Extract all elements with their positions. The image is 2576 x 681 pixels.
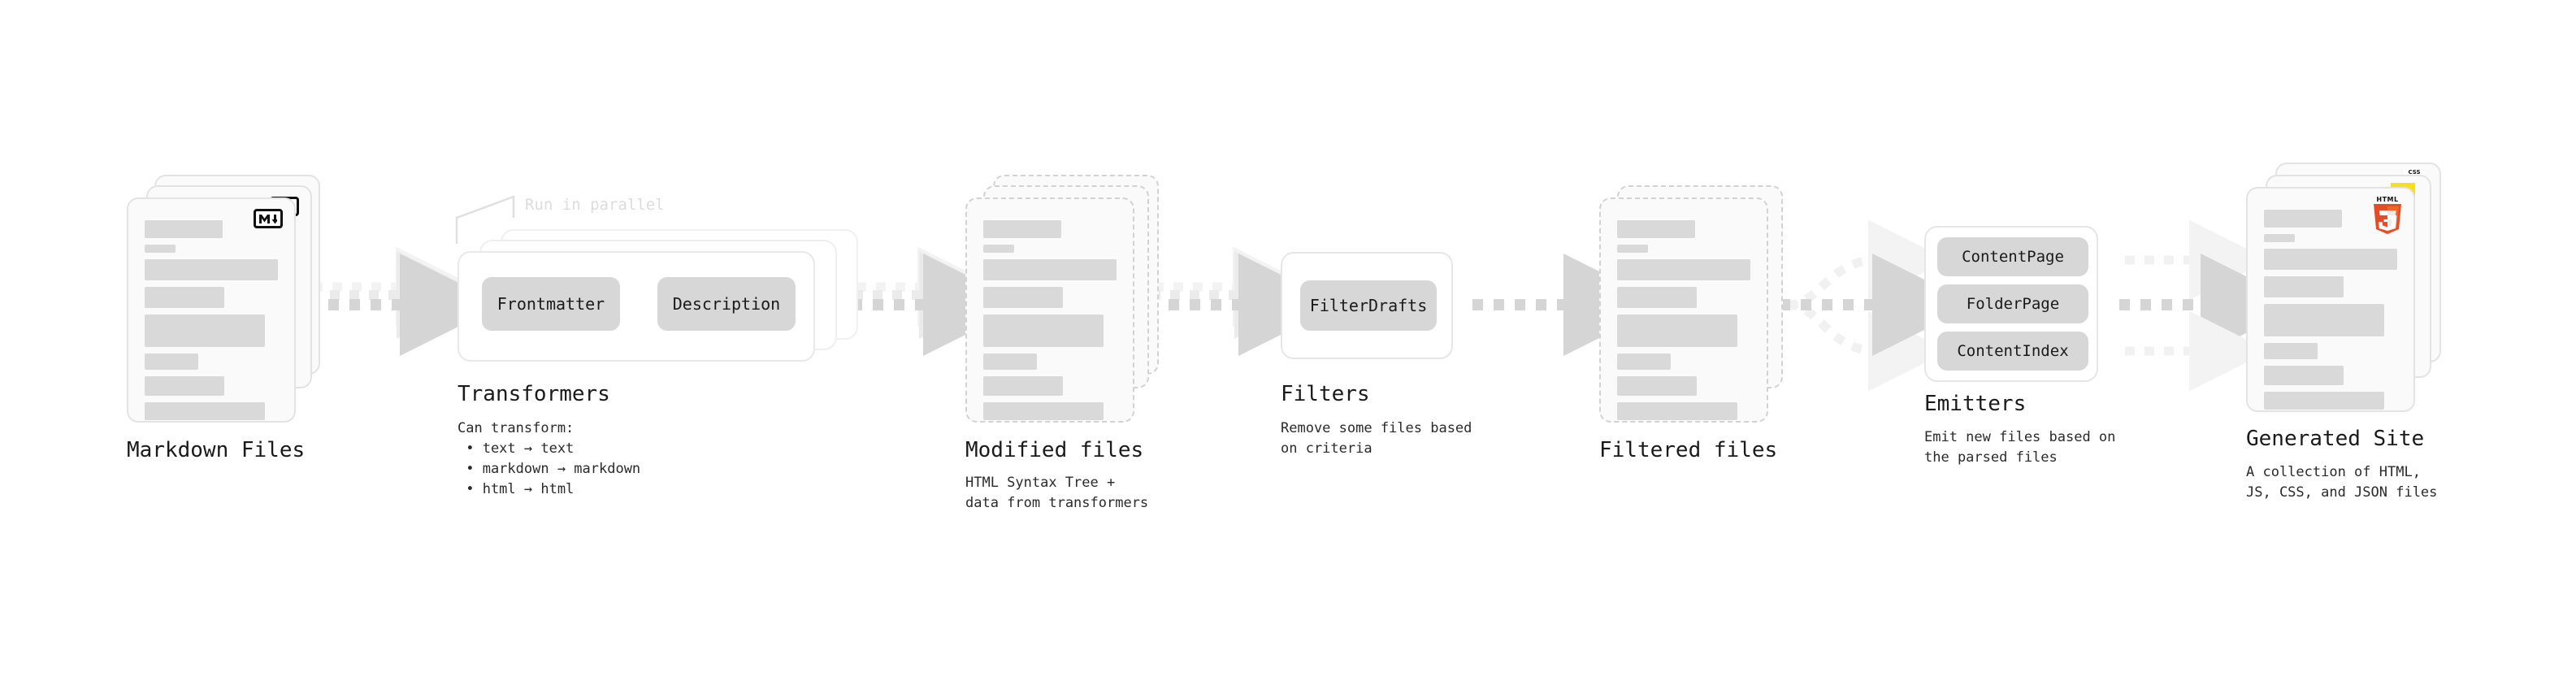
stage-title: Filtered files — [1599, 438, 1778, 462]
connector-transformers-to-modified — [830, 246, 1026, 356]
connector-emitters-to-site — [2119, 219, 2303, 392]
plugin-pill-filterdrafts[interactable]: FilterDrafts — [1300, 280, 1437, 331]
filters-container: FilterDrafts — [1281, 252, 1453, 359]
stage-caption: A collection of HTML, JS, CSS, and JSON … — [2246, 464, 2438, 501]
connector-modified-to-filters — [1147, 246, 1341, 356]
emitters-container: ContentPage FolderPage ContentIndex — [1924, 226, 2098, 382]
transformer-layer-front: Frontmatter Description — [458, 251, 815, 362]
connector-filtered-to-emitters — [1780, 219, 1975, 392]
stage-title: Markdown Files — [127, 438, 306, 462]
plugin-pill-folderpage[interactable]: FolderPage — [1937, 284, 2088, 323]
stage-caption: Emit new files based on the parsed files — [1924, 429, 2116, 466]
html5-icon: HTML — [2371, 196, 2404, 234]
plugin-pill-contentpage[interactable]: ContentPage — [1937, 237, 2088, 276]
stage-caption: Can transform: • text → text • markdown … — [458, 420, 641, 497]
markdown-card-front — [127, 197, 296, 423]
doc-skeleton-lines — [2264, 210, 2397, 416]
stage-caption: Remove some files based on criteria — [1281, 420, 1472, 457]
modified-card-front — [965, 197, 1134, 423]
filtered-card-front — [1599, 197, 1768, 423]
stage-title: Generated Site — [2246, 427, 2425, 451]
stage-title: Filters — [1281, 382, 1370, 406]
stage-caption: HTML Syntax Tree + data from transformer… — [965, 475, 1149, 511]
stage-title: Emitters — [1924, 392, 2027, 416]
plugin-pill-contentindex[interactable]: ContentIndex — [1937, 332, 2088, 371]
run-in-parallel-bracket — [455, 195, 515, 244]
doc-skeleton-lines — [983, 220, 1117, 427]
connector-md-to-transformers — [307, 246, 502, 356]
stage-title: Transformers — [458, 382, 610, 406]
run-in-parallel-label: Run in parallel — [525, 196, 665, 214]
markdown-icon — [254, 209, 283, 228]
doc-skeleton-lines — [1617, 220, 1750, 427]
plugin-pill-description[interactable]: Description — [657, 277, 796, 331]
site-card-front: HTML — [2246, 187, 2415, 412]
stage-title: Modified files — [965, 438, 1144, 462]
plugin-pill-frontmatter[interactable]: Frontmatter — [482, 277, 620, 331]
doc-skeleton-lines — [145, 220, 278, 427]
